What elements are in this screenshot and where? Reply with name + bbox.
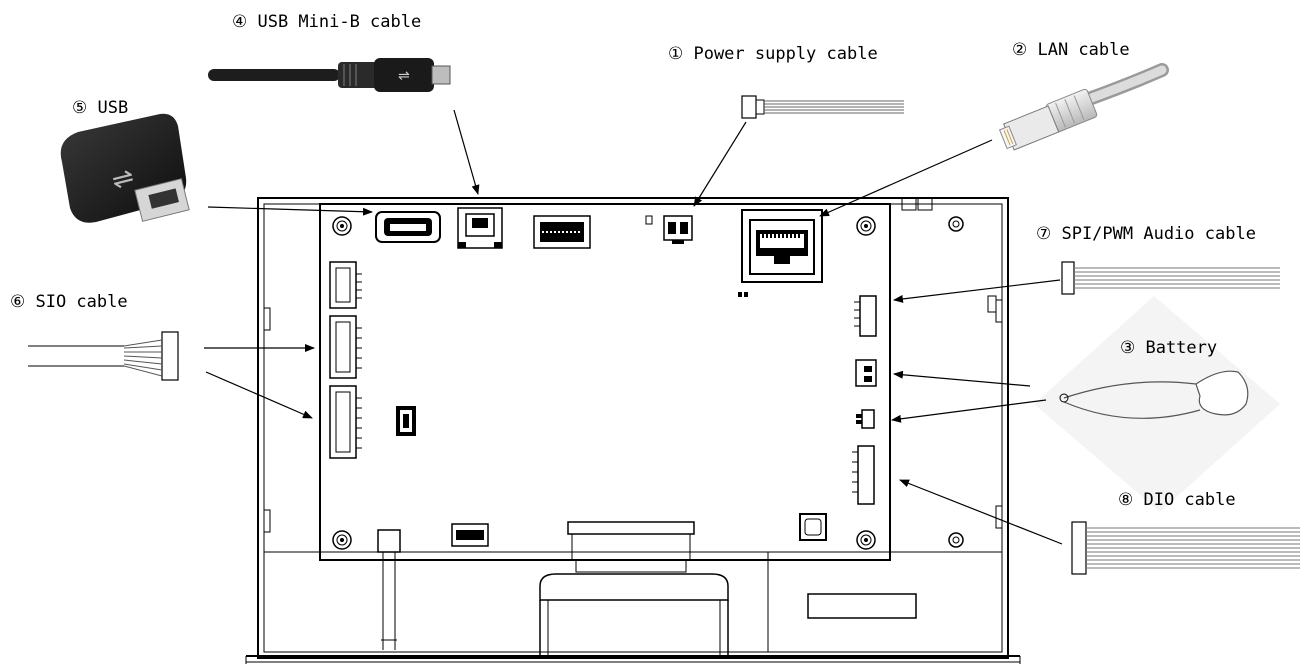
battery-connector-2: [856, 409, 875, 429]
mount-hole-tr: [856, 216, 876, 236]
svg-text:⇌: ⇌: [398, 68, 410, 84]
power-cable-image: [741, 95, 904, 119]
dio-cable-image: [1071, 521, 1300, 575]
label-usb-mini-b-cable: ④ USB Mini-B cable: [232, 12, 422, 32]
arrow-sio-2: [205, 371, 313, 419]
arrow-spi-pwm: [893, 279, 1061, 303]
backlight-cable: [377, 529, 401, 650]
pin-header-top: [533, 215, 591, 249]
arrow-dio: [899, 479, 1063, 545]
label-battery: ③ Battery: [1120, 338, 1218, 358]
bottom-connector: [451, 523, 489, 547]
arrow-battery-1: [893, 370, 1031, 387]
arrow-usb: [207, 206, 373, 216]
square-component: [799, 513, 827, 541]
left-connector-1: [329, 261, 362, 309]
mount-hole-br: [856, 530, 876, 550]
rj45-port: [741, 209, 823, 283]
smd-part: [645, 215, 653, 225]
main-pcb: [319, 203, 891, 561]
mount-hole-tl: [332, 216, 352, 236]
label-usb: ⑤ USB: [72, 98, 129, 118]
sio-cable-image: [28, 331, 179, 381]
connection-arrows: [204, 109, 1063, 545]
battery-connector-1: [855, 359, 877, 387]
device-chassis: [245, 197, 1021, 664]
arrow-battery-2: [891, 399, 1047, 423]
smd-part: [738, 292, 742, 297]
label-power-supply-cable: ① Power supply cable: [668, 44, 878, 64]
ic-chip: [396, 406, 416, 436]
usb-a-port: [375, 211, 441, 243]
label-dio-cable: ⑧ DIO cable: [1118, 490, 1236, 510]
sio-connector-2: [329, 385, 362, 459]
arrow-lan: [819, 139, 993, 217]
label-spi-pwm-audio-cable: ⑦ SPI/PWM Audio cable: [1036, 224, 1256, 244]
usb-mini-b-cable-image: ⇌: [208, 58, 451, 92]
usb-mini-b-port: [457, 207, 503, 249]
dio-connector: [852, 445, 875, 505]
label-sio-cable: ⑥ SIO cable: [10, 292, 128, 312]
usb-stick-image: ⇌: [60, 113, 190, 223]
arrow-power: [693, 121, 747, 207]
spi-pwm-cable-image: [1061, 261, 1280, 295]
spi-pwm-connector: [854, 295, 877, 337]
label-lan-cable: ② LAN cable: [1012, 40, 1130, 60]
battery-image: [1034, 296, 1280, 512]
sio-connector-1: [329, 315, 362, 379]
lcd-flex-cable: [539, 521, 729, 656]
power-connector: [663, 215, 693, 244]
mount-hole-bl: [332, 530, 352, 550]
arrow-usb-mini-b: [453, 109, 480, 195]
smd-part: [744, 292, 748, 297]
lan-cable-image: [998, 63, 1169, 151]
